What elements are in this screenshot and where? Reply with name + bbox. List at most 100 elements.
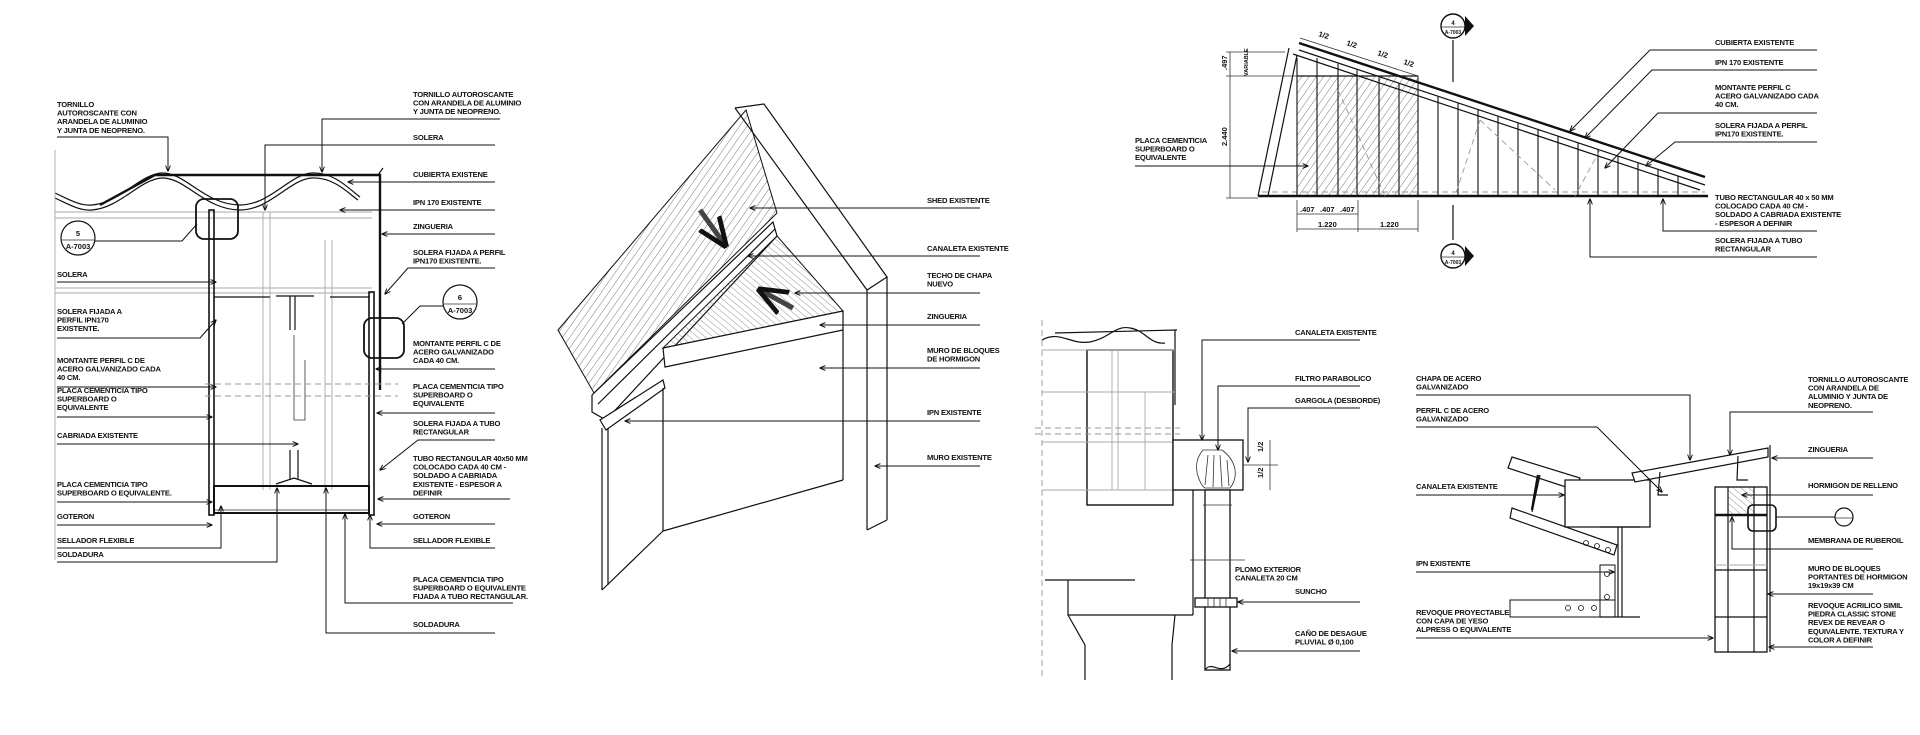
section-marker-bottom[interactable]: 4 A-7003 [1440, 243, 1474, 269]
corrugated-roof-sheet [54, 172, 361, 206]
callout-d4-suncho: SUNCHO [1238, 587, 1360, 602]
dim-half: 1/2 [1256, 468, 1265, 478]
leader-line [57, 488, 277, 563]
callout-text: Y JUNTA DE NEOPRENO. [57, 126, 145, 135]
leader-line [385, 267, 495, 294]
bubble-sheet: A-7003 [66, 242, 91, 251]
dim-half: 1/2 [1256, 442, 1265, 452]
callout-text: SUPERBOARD O EQUIVALENTE [413, 584, 526, 593]
callout-text: SUNCHO [1295, 587, 1327, 596]
callout-text: EQUIVALENTE [1135, 153, 1186, 162]
callout-text: CANALETA EXISTENTE [927, 244, 1009, 253]
callout-text: MONTANTE PERFIL C DE [413, 339, 501, 348]
section-number: 4 [1451, 21, 1455, 27]
leader-line [1663, 199, 1817, 232]
callout-text: PLACA CEMENTICIA TIPO [413, 575, 504, 584]
callout-d1-zingueria-r: ZINGUERIA [382, 222, 495, 234]
callout-text: DE HORMIGON [927, 355, 980, 364]
gutter [1172, 439, 1244, 491]
callout-text: CON CAPA DE YESO [1416, 617, 1488, 626]
callout-text: REVOQUE ACRILICO SIMIL [1808, 601, 1903, 610]
bottom-tube [213, 485, 370, 514]
callout-text: PLACA CEMENTICIA TIPO [413, 382, 504, 391]
callout-text: SUPERBOARD O EQUIVALENTE. [57, 489, 172, 498]
callout-text: SUPERBOARD O [1135, 145, 1195, 154]
callout-text: GOTERON [413, 512, 450, 521]
callout-text: RECTANGULAR [413, 428, 470, 437]
callout-d5-ipn: IPN EXISTENTE [1416, 559, 1614, 572]
callout-text: GOTERON [57, 512, 94, 521]
callout-text: CADA 40 CM. [413, 356, 459, 365]
detail-bubble-6[interactable]: 6 A-7003 [401, 284, 478, 325]
callout-d2-muro: MURO EXISTENTE [875, 453, 992, 466]
callout-text: NUEVO [927, 280, 953, 289]
callout-text: PLUVIAL Ø 0,100 [1295, 638, 1353, 647]
callout-text: PIEDRA CLASSIC STONE [1808, 610, 1896, 619]
ipn-beam [276, 295, 314, 330]
callout-text: ZINGUERIA [1808, 445, 1849, 454]
callout-d4-canaleta: CANALETA EXISTENTE [1202, 328, 1377, 440]
leader-line [1590, 199, 1817, 258]
callout-text: SHED EXISTENTE [927, 196, 990, 205]
callout-text: IPN EXISTENTE [1416, 559, 1470, 568]
callout-text: SELLADOR FLEXIBLE [57, 536, 134, 545]
callout-text: SOLERA FIJADA A PERFIL [1715, 121, 1808, 130]
callout-text: TUBO RECTANGULAR 40x50 MM [413, 454, 528, 463]
callout-text: 40 CM. [1715, 100, 1738, 109]
callout-text: IPN170 EXISTENTE. [1715, 130, 1783, 139]
leader-line [1248, 407, 1360, 462]
stud-group [1296, 58, 1679, 196]
drain-arrow-up [760, 290, 795, 308]
dimension-annotations: 1/2 1/2 1/2 1/2 .407 .407 .407 1.220 1.2… [1220, 29, 1419, 232]
canaleta-existente [1564, 479, 1651, 528]
callout-text: ACERO GALVANIZADO CADA [57, 365, 161, 374]
callout-text: TECHO DE CHAPA [927, 271, 993, 280]
callout-d1-sellador-r: SELLADOR FLEXIBLE [370, 515, 495, 549]
callout-text: SOLDADO A CABRIADA [413, 471, 498, 480]
callout-d2-canaleta: CANALETA EXISTENTE [748, 244, 1009, 256]
callout-text: ALPRESS O EQUIVALENTE [1416, 625, 1511, 634]
callout-d4-filtro: FILTRO PARABOLICO [1218, 374, 1372, 450]
section-marker-top[interactable]: 4 A-7003 [1440, 13, 1474, 39]
leader-line [1416, 394, 1690, 460]
dim-407: .407 [1340, 205, 1355, 214]
callout-text: SOLERA FIJADA A TUBO [413, 419, 501, 428]
callout-text: DEFINIR [413, 488, 443, 497]
callout-text: HORMIGON DE RELLENO [1808, 481, 1898, 490]
leader-line [322, 118, 500, 172]
leader-line [1732, 517, 1873, 550]
callout-text: SOLERA FIJADA A TUBO [1715, 236, 1803, 245]
callout-text: NEOPRENO. [1808, 401, 1852, 410]
callout-text: ACERO GALVANIZADO [413, 348, 494, 357]
leader-line [1202, 339, 1360, 440]
callout-text: ALUMINIO Y JUNTA DE [1808, 392, 1888, 401]
callout-d1-solera-r: SOLERA [265, 133, 495, 210]
detail-bubble[interactable] [1776, 507, 1854, 527]
detail-bubble-5[interactable]: 5 A-7003 [60, 220, 198, 256]
callout-text: PERFIL C DE ACERO [1416, 406, 1489, 415]
ipn-column [1600, 526, 1640, 618]
leader-line [265, 144, 495, 210]
callout-text: SOLERA FIJADA A [57, 307, 123, 316]
callout-text: SUPERBOARD O [413, 391, 473, 400]
callout-text: CANALETA EXISTENTE [1295, 328, 1377, 337]
dim-407: .407 [1320, 205, 1335, 214]
leader-line [370, 515, 495, 549]
section-number: 4 [1451, 251, 1455, 257]
callout-text: MEMBRANA DE RUBEROIL [1808, 536, 1904, 545]
callout-d1-ipn-r: IPN 170 EXISTENTE [340, 198, 495, 210]
detail-gutter-blockwall [1507, 445, 1854, 653]
